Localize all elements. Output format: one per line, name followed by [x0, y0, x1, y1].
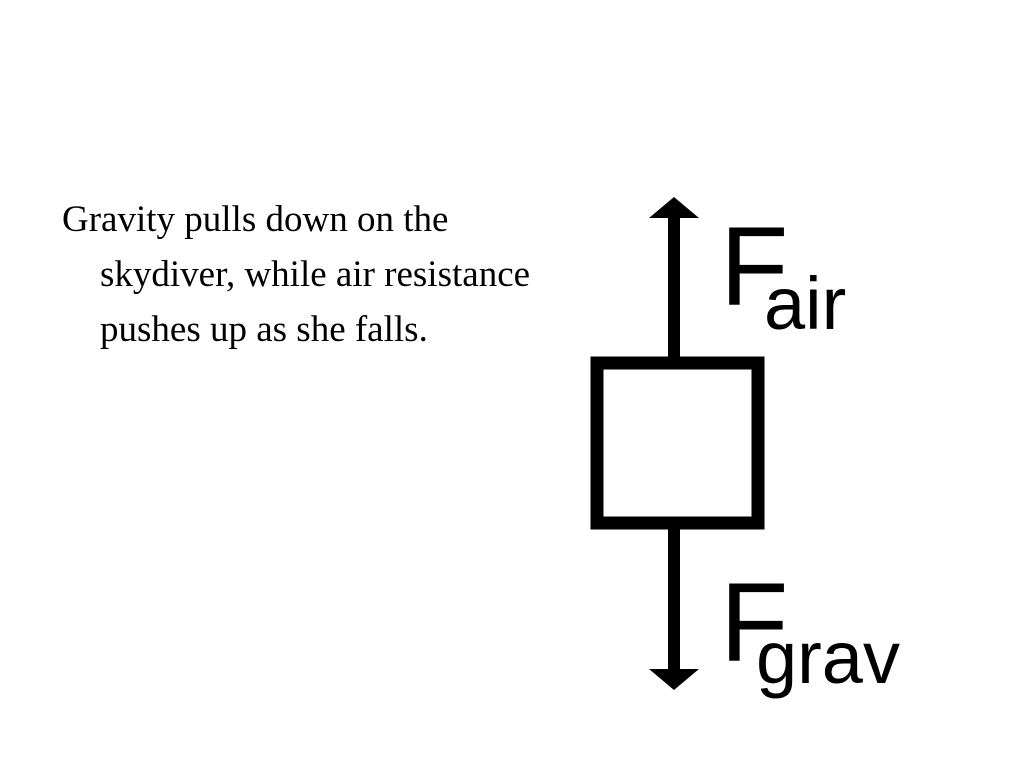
air-arrow-head: [649, 197, 699, 218]
air-force-symbol: F: [720, 204, 788, 329]
gravity-arrow: [649, 523, 699, 690]
body-text: Gravity pulls down on the skydiver, whil…: [62, 199, 531, 350]
gravity-force-symbol: F: [720, 560, 788, 685]
gravity-force-subscript: grav: [756, 616, 900, 699]
skydiver-box: [590, 356, 765, 530]
gravity-force-label: F grav: [720, 560, 900, 699]
air-resistance-arrow: [649, 197, 699, 362]
air-arrow-shaft: [668, 212, 680, 362]
air-force-subscript: air: [764, 262, 846, 345]
gravity-arrow-shaft: [668, 523, 680, 673]
air-force-label: F air: [720, 204, 846, 345]
gravity-arrow-head: [649, 669, 699, 690]
